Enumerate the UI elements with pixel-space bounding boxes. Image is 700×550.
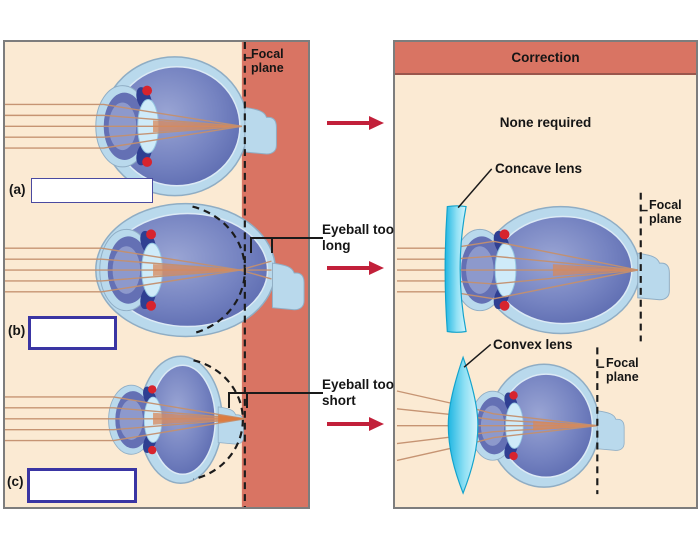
answer-box-b[interactable] (28, 316, 117, 350)
focal-plane-label: Focal plane (251, 47, 284, 75)
row-label-c: (c) (7, 474, 24, 489)
answer-box-c[interactable] (27, 468, 137, 503)
none-required-label: None required (499, 115, 592, 130)
focal-plane-label: Focal plane (606, 356, 639, 384)
correction-diagram-svg (396, 168, 670, 495)
convex-lens-pointer-line (463, 343, 492, 368)
too-long-bracket-tick (271, 237, 273, 253)
annotation-eyeball-too-short: Eyeball too short (322, 377, 395, 408)
left-panel: Focal plane (a) (b) (c) (3, 40, 310, 509)
convex-lens-icon (447, 355, 479, 495)
concave-lens-label: Concave lens (495, 161, 583, 176)
answer-box-a[interactable] (31, 178, 153, 203)
concave-lens-pointer-line (457, 168, 493, 209)
too-short-connector-line (228, 392, 323, 394)
row-label-b: (b) (8, 323, 26, 338)
correction-header: Correction (395, 42, 696, 75)
eyeball-too-short-diagram (5, 355, 245, 484)
row-label-a: (a) (9, 182, 26, 197)
annotation-eyeball-too-long: Eyeball too long (322, 222, 395, 253)
corrected-myopia-diagram (396, 168, 670, 342)
corrected-hyperopia-diagram (396, 343, 625, 495)
left-diagram-svg (5, 42, 308, 507)
light-rays-convex (396, 390, 598, 462)
light-rays-c (5, 396, 245, 442)
concave-lens-icon (444, 205, 467, 333)
light-rays-concave (396, 240, 638, 300)
too-short-bracket-tick (228, 392, 230, 408)
too-long-bracket-tick (250, 237, 252, 253)
focal-plane-label: Focal plane (649, 198, 682, 226)
eyeball-too-long-diagram (5, 202, 305, 338)
too-long-connector-line (250, 237, 323, 239)
too-short-bracket-tick (246, 392, 248, 408)
normal-eye-diagram (5, 56, 277, 197)
correction-panel: Correction (393, 40, 698, 509)
convex-lens-label: Convex lens (493, 337, 573, 352)
right-arrow-icon (327, 261, 384, 275)
right-arrow-icon (327, 116, 384, 130)
right-arrow-icon (327, 417, 384, 431)
